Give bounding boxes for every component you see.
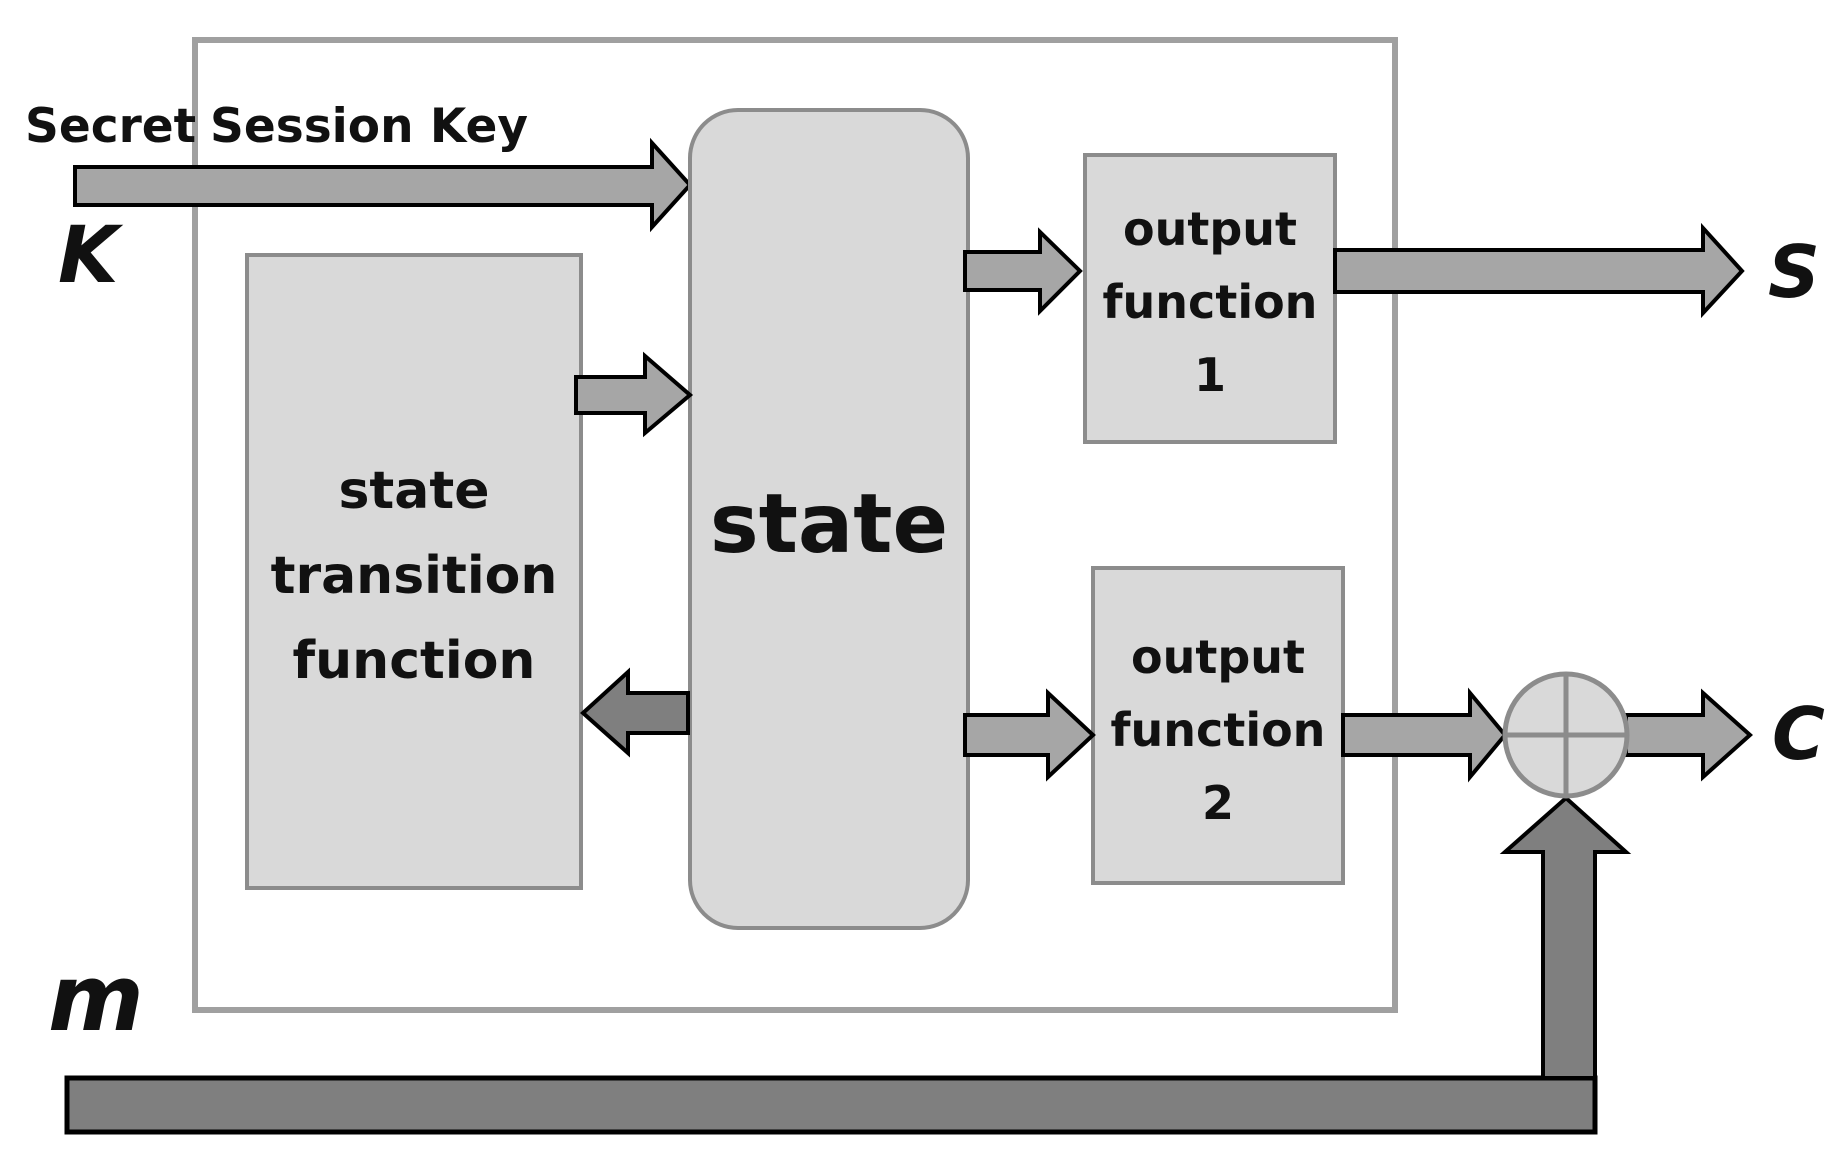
cipher-enclosure-frame bbox=[192, 37, 1398, 1013]
output2-line-1: output bbox=[1131, 630, 1305, 684]
transition-to-state-arrow bbox=[574, 351, 694, 438]
message-input-bar bbox=[64, 1075, 1598, 1135]
c-label: C bbox=[1772, 692, 1825, 776]
k-label: K bbox=[58, 211, 124, 301]
state-to-transition-arrow bbox=[580, 667, 690, 758]
output1-to-s-arrow bbox=[1333, 222, 1745, 319]
session-key-label: Session Key bbox=[210, 99, 528, 154]
xor-to-c-arrow bbox=[1624, 688, 1754, 782]
output1-line-2: function bbox=[1103, 275, 1318, 329]
key-input-arrow bbox=[73, 137, 693, 233]
output1-line-1: output bbox=[1123, 202, 1297, 256]
state-to-output1-arrow bbox=[963, 227, 1083, 316]
state-label: state bbox=[710, 477, 948, 572]
message-to-xor-arrow bbox=[1499, 795, 1632, 1080]
state-transition-line-2: transition bbox=[271, 546, 558, 606]
state-transition-line-1: state bbox=[338, 461, 489, 521]
xor-combiner bbox=[1502, 671, 1630, 799]
output2-line-3: 2 bbox=[1202, 776, 1234, 830]
secret-label: Secret bbox=[25, 99, 196, 154]
output2-to-xor-arrow bbox=[1341, 687, 1508, 783]
state-block bbox=[688, 108, 970, 930]
output2-line-2: function bbox=[1111, 703, 1326, 757]
output-function-1-box bbox=[1083, 153, 1337, 444]
state-transition-function-box bbox=[245, 253, 583, 890]
state-to-output2-arrow bbox=[963, 688, 1096, 782]
state-transition-line-3: function bbox=[293, 631, 536, 691]
s-label: S bbox=[1768, 230, 1820, 314]
output1-line-3: 1 bbox=[1194, 348, 1226, 402]
m-label: m bbox=[48, 945, 144, 1052]
output-function-2-box bbox=[1091, 566, 1345, 885]
